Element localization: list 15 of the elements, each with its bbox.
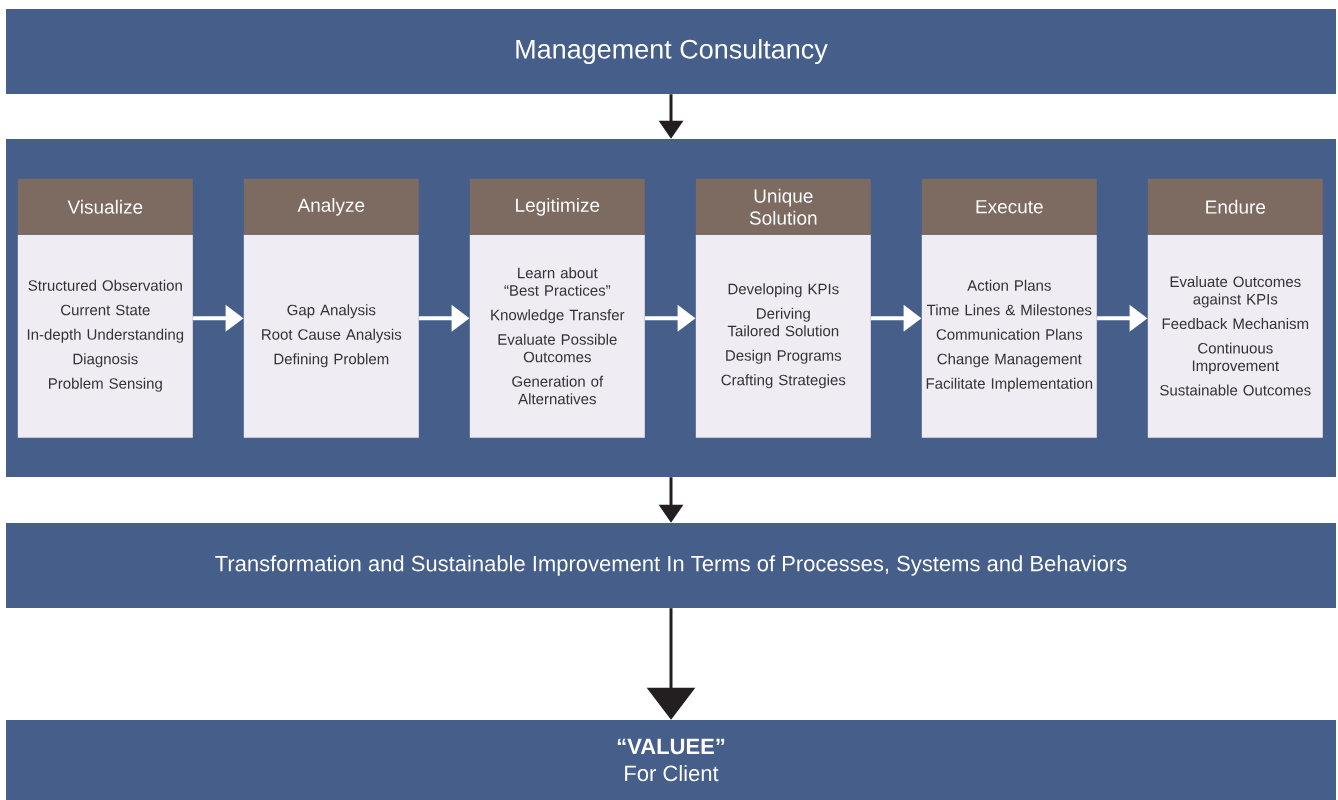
process-card: Visualize Structured Observation Current State In-depth Understanding Diagnosis Problem Sensing — [17, 178, 193, 438]
node-label: Analyze — [297, 197, 365, 216]
process-card: Analyze Gap Analysis Root Cause Analysis Defining Problem — [243, 178, 419, 438]
node-label: Visualize — [67, 199, 143, 214]
header-band: Transformation and Sustainable Improvement In Terms of Processes, Systems and Behaviors — [6, 523, 1336, 608]
process-card: Endure Evaluate Outcomes against KPIs Feedback Mechanism Continuous Improvement Sustainable Outcomes — [1147, 178, 1323, 438]
node-label: Unique Solution — [749, 188, 817, 225]
node-label: Legitimize — [516, 197, 600, 216]
header-band: “VALUEE” For Client — [6, 720, 1336, 800]
node-label: Endure — [1206, 199, 1266, 214]
node-label: Execute — [976, 200, 1043, 214]
process-card: Legitimize Learn about “Best Practices” Knowledge Transfer Evaluate Possible Outcomes Generation of Alternatives — [469, 178, 645, 438]
process-card: Unique Solution Developing KPIs Deriving Tailored Solution Design Programs Crafting Strategies — [695, 178, 871, 438]
header-band: Management Consultancy — [6, 9, 1336, 94]
process-card: Execute Action Plans Time Lines & Milestones Communication Plans Change Management Facilitate Implementation — [921, 178, 1097, 438]
